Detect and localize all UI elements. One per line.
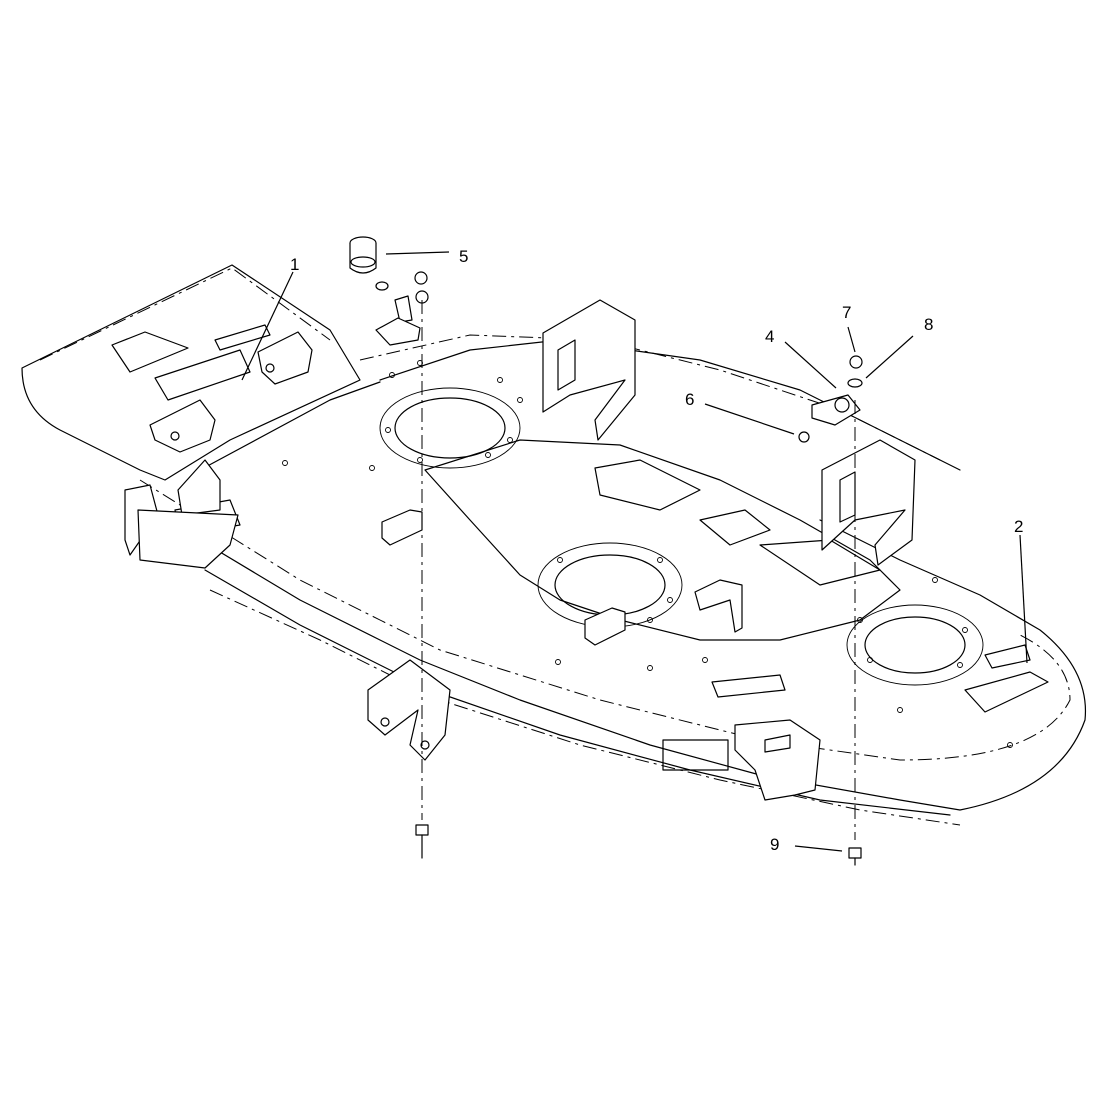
deck-hanger-bracket-rear-left — [542, 299, 636, 441]
callout-7: 7 — [842, 303, 851, 322]
grease-fitting-assembly — [349, 236, 429, 346]
callout-leaders — [241, 251, 1028, 852]
deck-hanger-bracket-front-left — [367, 659, 451, 761]
front-baffle-corner — [124, 459, 239, 569]
idler-pivot-assembly — [798, 355, 863, 443]
spindle-opening-right — [846, 604, 984, 686]
mower-deck-body — [139, 334, 1087, 826]
callout-9: 9 — [770, 835, 779, 854]
callout-6: 6 — [685, 390, 694, 409]
callout-5: 5 — [459, 247, 468, 266]
callout-4: 4 — [765, 327, 774, 346]
spindle-opening-left — [379, 387, 521, 469]
deck-rear-shroud — [21, 264, 361, 481]
callout-2: 2 — [1014, 517, 1023, 536]
baffle-bracket-left — [381, 509, 423, 546]
callout-1: 1 — [290, 255, 299, 274]
deck-hanger-bracket-rear-right — [821, 439, 916, 566]
pivot-bracket-left-rear — [149, 331, 313, 453]
baffle-bracket-right — [694, 579, 743, 633]
deck-hanger-bracket-front-right — [734, 719, 821, 801]
callout-8: 8 — [924, 315, 933, 334]
baffle-bracket-center — [584, 607, 626, 646]
bolt-centerline-right — [848, 400, 862, 866]
bolt-centerline-left — [415, 300, 429, 859]
deck-bolt-holes — [282, 360, 1013, 748]
